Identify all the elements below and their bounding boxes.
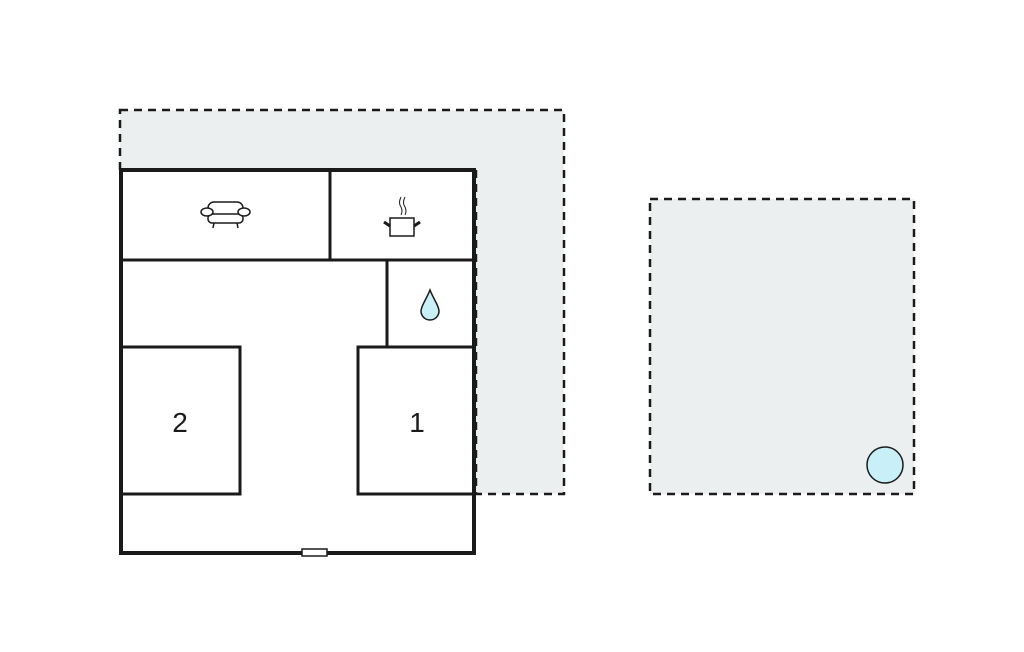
pool-area <box>648 197 916 496</box>
bedroom-2 <box>119 345 242 496</box>
bedroom-1 <box>356 345 476 496</box>
cooking-pot-icon <box>383 196 421 237</box>
house-outer-wall <box>119 168 476 555</box>
water-drop-icon <box>420 287 440 321</box>
bedroom-2-label: 2 <box>172 407 188 438</box>
sofa-icon <box>200 201 251 229</box>
pool-icon <box>866 446 904 484</box>
bedroom-1-label: 1 <box>409 407 425 438</box>
entrance-door <box>301 548 328 557</box>
